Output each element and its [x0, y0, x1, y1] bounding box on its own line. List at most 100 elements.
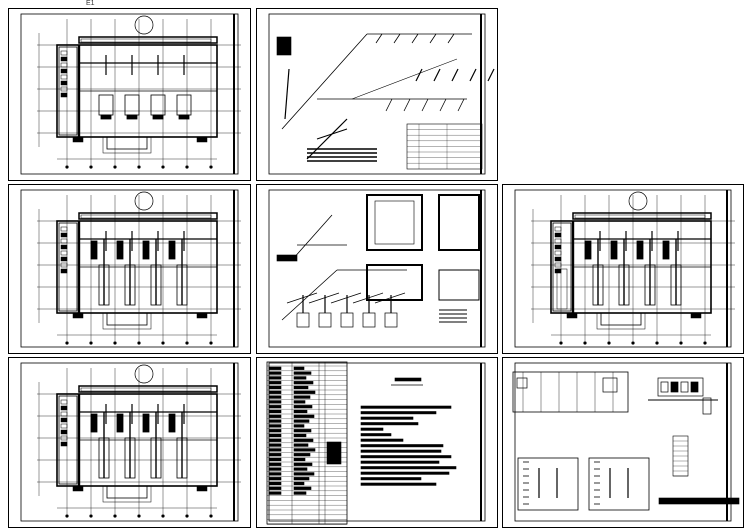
cad-rect [340, 312, 354, 328]
axis-marker [655, 341, 659, 345]
cad-rect [360, 477, 422, 481]
cad-line [286, 292, 318, 304]
cad-rect [293, 395, 311, 399]
axis-marker [185, 514, 189, 518]
cad-rect [268, 419, 282, 423]
cad-rect [60, 256, 68, 262]
cad-rect [196, 136, 208, 143]
cad-rect [60, 86, 68, 92]
cad-rect [554, 244, 562, 250]
cad-rect [60, 56, 68, 62]
cad-rect [268, 462, 282, 466]
cad-rect [572, 212, 712, 220]
axis-marker [209, 514, 213, 518]
cad-rect [596, 312, 646, 330]
cad-rect [60, 68, 68, 74]
cad-rect [106, 136, 148, 150]
cad-rect [268, 13, 486, 175]
cad-rect [574, 214, 706, 219]
plan-drawing [514, 189, 735, 348]
cad-rect [178, 114, 190, 120]
cad-rect [106, 485, 148, 499]
axis-marker [161, 165, 165, 169]
sheet-notes-table[interactable] [256, 357, 498, 528]
cad-rect [293, 448, 316, 452]
corner-mark: E1 [86, 0, 95, 7]
cad-rect [268, 385, 282, 390]
detail-drawing [268, 189, 486, 348]
cad-rect [268, 414, 282, 418]
cad-rect [293, 400, 306, 404]
cad-rect [293, 419, 310, 423]
cad-rect [116, 413, 124, 433]
cad-line [487, 68, 495, 82]
cad-rect [360, 449, 442, 453]
cad-rect [293, 472, 315, 476]
sheet-plan-2[interactable] [8, 184, 251, 354]
axis-marker [185, 341, 189, 345]
axis-marker [583, 341, 587, 345]
cad-rect [588, 457, 650, 511]
cad-rect [293, 381, 314, 385]
sheet-isometric-1[interactable] [256, 8, 498, 181]
sheet-details[interactable] [256, 184, 498, 354]
axis-marker [89, 341, 93, 345]
cad-rect [326, 441, 342, 465]
cad-rect [176, 94, 192, 116]
axis-marker [65, 341, 69, 345]
cad-rect [196, 312, 208, 319]
cad-rect [293, 376, 307, 380]
cad-rect [366, 264, 423, 301]
cad-rect [268, 376, 282, 380]
cad-line [308, 292, 340, 304]
cad-rect [554, 250, 562, 256]
cad-rect [268, 395, 282, 399]
axis-marker [703, 341, 707, 345]
cad-rect [293, 390, 316, 394]
axis-marker [113, 341, 117, 345]
cad-rect [360, 427, 384, 431]
cad-line [374, 292, 406, 304]
cad-rect [60, 268, 68, 274]
cad-rect [268, 457, 282, 462]
cad-rect [610, 240, 618, 260]
sheet-plan-3[interactable] [502, 184, 744, 354]
cad-rect [78, 36, 218, 44]
cad-rect [268, 453, 282, 457]
cad-rect [658, 497, 740, 505]
axis-marker [209, 341, 213, 345]
cad-rect [168, 413, 176, 433]
cad-rect [293, 424, 305, 428]
cad-rect [20, 362, 239, 522]
cad-rect [293, 491, 307, 495]
sheet-sections[interactable] [502, 357, 744, 528]
cad-rect [360, 455, 452, 459]
cad-line [429, 33, 437, 44]
cad-rect [80, 214, 212, 219]
cad-rect [268, 438, 282, 442]
cad-rect [268, 390, 282, 394]
sheet-plan-4[interactable] [8, 357, 251, 528]
sheet-plan-1[interactable] [8, 8, 251, 181]
cad-rect [293, 481, 305, 486]
cad-rect [636, 240, 644, 260]
cad-rect [60, 411, 68, 417]
cad-rect [293, 453, 311, 457]
cad-rect [360, 482, 437, 486]
cad-rect [360, 471, 450, 475]
cad-rect [168, 240, 176, 260]
cad-rect [20, 189, 239, 348]
cad-rect [60, 232, 68, 238]
cad-rect [318, 312, 332, 328]
plan-drawing [20, 189, 241, 348]
axis-marker [65, 165, 69, 169]
cad-line [421, 98, 429, 112]
cad-rect [60, 250, 68, 256]
cad-rect [60, 50, 68, 56]
axis-marker [137, 341, 141, 345]
cad-rect [293, 477, 310, 481]
cad-rect [360, 416, 414, 420]
cad-rect [293, 433, 307, 438]
cad-rect [293, 467, 308, 471]
cad-rect [516, 377, 528, 389]
